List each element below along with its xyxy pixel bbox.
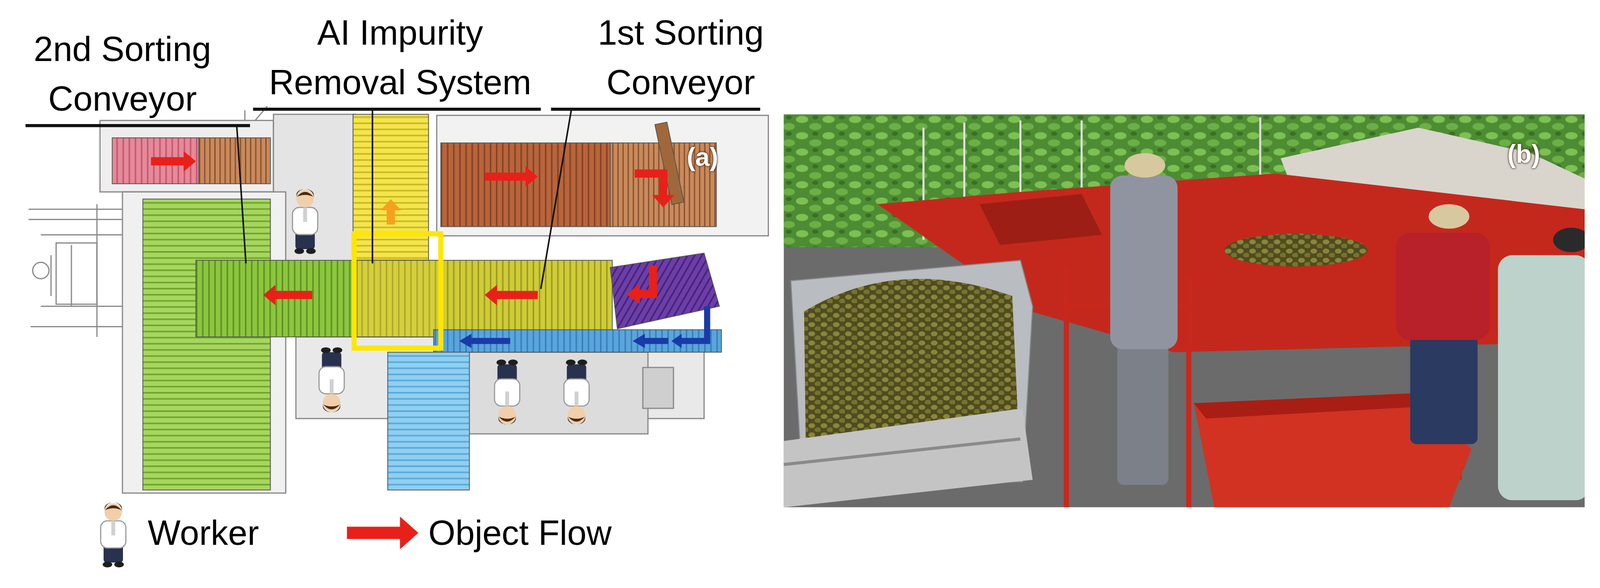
- photo-worker-part: [1395, 232, 1490, 340]
- harvester-plan: [25, 106, 769, 567]
- callout-label: 1st Sorting Conveyor: [559, 7, 803, 108]
- leader-lines-part: [236, 125, 246, 264]
- conveyors-part: [610, 252, 720, 329]
- photo-worker-part: [1428, 203, 1470, 229]
- callout-label: AI Impurity Removal System: [253, 7, 547, 108]
- workers: [292, 188, 590, 425]
- field-photo-part: [1193, 392, 1429, 418]
- field-photo: [783, 114, 1586, 507]
- field-photo-part: [1224, 233, 1368, 267]
- photo-worker-part: [1110, 175, 1178, 350]
- workers-part: [292, 188, 318, 254]
- flow-arrows-part: [634, 169, 675, 208]
- conveyors-part: [387, 352, 470, 490]
- legend-samples: [100, 501, 419, 567]
- machine-frame-part: [643, 367, 674, 409]
- leader-lines-part: [550, 107, 761, 111]
- conveyors-part: [356, 260, 439, 337]
- machine-frame-part: [56, 242, 97, 304]
- field-photo-part: [979, 193, 1103, 245]
- photo-worker-part: [1124, 153, 1166, 178]
- machine-frame-part: [32, 262, 50, 279]
- legend-samples-part: [347, 516, 419, 549]
- conveyors-part: [195, 260, 355, 337]
- flow-arrows-part: [484, 284, 538, 305]
- flow-arrows-part: [626, 265, 658, 304]
- flow-arrows-part: [380, 198, 402, 225]
- photo-worker-part: [1552, 227, 1585, 252]
- workers-part: [318, 347, 345, 413]
- conveyors-part: [112, 137, 199, 184]
- leader-lines-part: [25, 123, 250, 127]
- photo-worker: [1395, 203, 1490, 444]
- machine-frame: [28, 106, 769, 493]
- field-photo-part: [783, 438, 1021, 465]
- leader-lines-part: [540, 109, 572, 289]
- legend-label: Worker: [147, 510, 259, 555]
- legend-samples-part: [100, 501, 126, 567]
- flow-arrows-part: [671, 305, 711, 348]
- leader-lines-part: [252, 107, 541, 111]
- workers-part: [494, 359, 520, 425]
- flow-arrows-part: [632, 333, 669, 349]
- photo-worker-part: [1497, 254, 1585, 500]
- machine-frame-part: [464, 352, 648, 434]
- workers-part: [563, 359, 590, 425]
- panel-letter: (b): [1507, 137, 1541, 170]
- conveyors-part: [440, 260, 613, 337]
- flow-arrows-part: [151, 150, 197, 172]
- machine-frame-part: [122, 191, 286, 493]
- machine-frame-part: [28, 203, 123, 337]
- conveyors-part: [440, 142, 611, 227]
- conveyors-part: [142, 198, 271, 490]
- leader-lines-part: [371, 109, 374, 264]
- conveyors-part: [354, 260, 441, 337]
- photo-worker: [1497, 227, 1585, 500]
- callout-label: 2nd Sorting Conveyor: [3, 24, 242, 124]
- conveyors-part: [198, 137, 271, 184]
- machine-frame-part: [100, 120, 274, 192]
- leader-lines: [25, 109, 761, 289]
- field-photo-part: [783, 408, 1033, 508]
- machine-frame-part: [436, 115, 769, 236]
- photo-worker-part: [1117, 341, 1169, 485]
- conveyors-part: [353, 114, 429, 260]
- panel-letter: (a): [686, 140, 719, 173]
- photo-worker-part: [1410, 331, 1478, 444]
- conveyors: [112, 114, 722, 490]
- legend-label: Object Flow: [428, 510, 612, 555]
- photo-worker: [1110, 153, 1178, 485]
- flow-arrows-part: [459, 333, 511, 349]
- ai-highlight-box: [354, 233, 441, 348]
- flow-arrows: [151, 150, 711, 348]
- flow-arrows-part: [263, 284, 313, 305]
- field-photo-part: [783, 114, 1586, 507]
- flow-arrows-part: [484, 166, 538, 187]
